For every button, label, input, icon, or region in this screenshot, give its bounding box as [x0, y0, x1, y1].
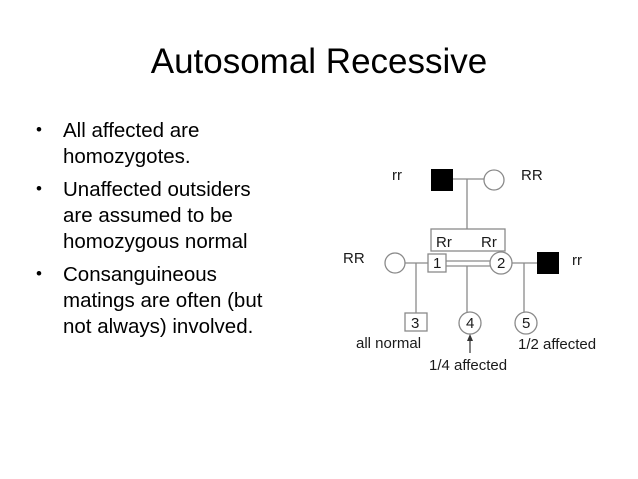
gen2-left-spouse-genotype: RR	[343, 250, 365, 267]
individual-1-number: 1	[433, 255, 441, 272]
gen2-child2-genotype: Rr	[481, 234, 497, 251]
bullet-line: Unaffected outsiders	[63, 178, 251, 201]
label-quarter-affected: 1/4 affected	[429, 357, 507, 374]
individual-1-male	[427, 253, 447, 273]
individual-2-number: 2	[497, 255, 505, 272]
bullet-line: All affected are	[63, 119, 200, 142]
bullet-list: • All affected are homozygotes. • Unaffe…	[36, 118, 326, 347]
individual-5-female	[514, 311, 538, 335]
gen1-unaffected-female	[483, 169, 505, 191]
individual-3-male	[404, 312, 428, 332]
label-all-normal: all normal	[356, 335, 421, 352]
bullet-item: • All affected are homozygotes.	[36, 118, 326, 170]
bullet-icon: •	[36, 120, 42, 139]
bullet-item: • Unaffected outsiders are assumed to be…	[36, 177, 326, 255]
bullet-line: homozygotes.	[63, 145, 191, 168]
individual-5-number: 5	[522, 315, 530, 332]
individual-2-female	[489, 251, 513, 275]
label-half-affected: 1/2 affected	[518, 336, 596, 353]
gen2-child1-genotype: Rr	[436, 234, 452, 251]
gen2-affected-spouse-male	[537, 252, 559, 274]
gen2-left-spouse-female	[384, 252, 406, 274]
bullet-line: Consanguineous	[63, 263, 217, 286]
gen1-mother-genotype: RR	[521, 167, 543, 184]
sibship-box	[430, 228, 506, 252]
bullet-icon: •	[36, 179, 42, 198]
bullet-line: homozygous normal	[63, 230, 248, 253]
pointer-arrow-head	[467, 334, 473, 341]
gen1-affected-male	[431, 169, 453, 191]
gen1-father-genotype: rr	[392, 167, 402, 184]
bullet-line: matings are often (but	[63, 289, 263, 312]
bullet-item: • Consanguineous matings are often (but …	[36, 262, 326, 340]
individual-4-number: 4	[466, 315, 474, 332]
individual-3-number: 3	[411, 315, 419, 332]
bullet-line: not always) involved.	[63, 315, 254, 338]
bullet-line: are assumed to be	[63, 204, 233, 227]
gen2-right-spouse-genotype: rr	[572, 252, 582, 269]
bullet-icon: •	[36, 264, 42, 283]
slide-title: Autosomal Recessive	[150, 42, 488, 81]
